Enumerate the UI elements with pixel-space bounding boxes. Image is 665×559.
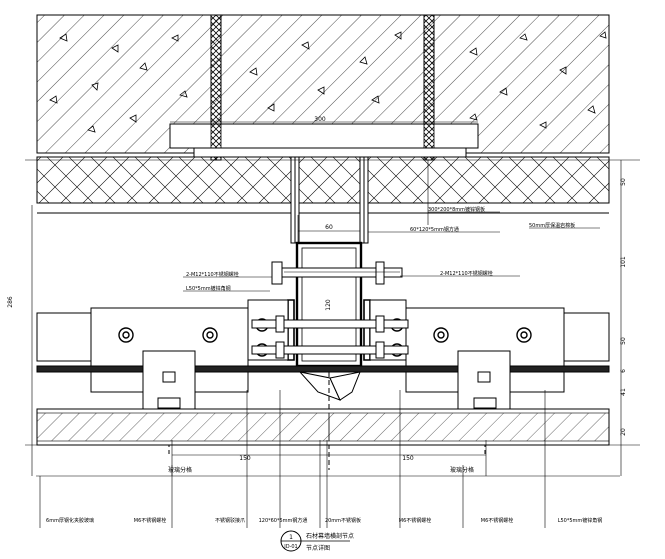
dimension-right-stack: 50 101 50 6 41 20 [620,178,627,436]
svg-text:玻璃分格: 玻璃分格 [450,466,474,474]
svg-text:60: 60 [325,224,333,231]
guide-lines [25,159,640,528]
svg-text:20mm不锈钢板: 20mm不锈钢板 [325,517,361,524]
svg-text:150: 150 [402,455,414,462]
svg-text:M6不锈钢螺栓: M6不锈钢螺栓 [399,517,432,524]
svg-text:120: 120 [325,299,332,311]
tube-bolt [271,261,403,285]
svg-text:50: 50 [620,337,627,345]
embed-plate [169,123,479,158]
bottom-labels: 6mm厚钢化夹胶玻璃 M6不锈钢螺栓 不锈钢驳接爪 120*60*5mm钢方通 … [46,517,602,524]
svg-text:50: 50 [620,178,627,186]
insulation-layer [36,156,610,214]
spider-fitting-left [142,350,196,454]
svg-text:1: 1 [289,534,293,541]
title-block: 1 JD-01 石材幕墙横剖节点 节点详图 [280,530,354,552]
dimension-top-width: 300 [170,116,478,123]
lower-lining [36,408,610,446]
svg-text:L50*5mm镀锌角钢: L50*5mm镀锌角钢 [558,517,603,524]
svg-text:101: 101 [620,256,627,268]
svg-text:2-M12*110不锈钢螺栓: 2-M12*110不锈钢螺栓 [186,271,239,278]
svg-text:JD-01: JD-01 [283,544,298,550]
svg-text:120*60*5mm钢方通: 120*60*5mm钢方通 [259,517,308,524]
svg-text:300*200*8mm镀锌钢板: 300*200*8mm镀锌钢板 [428,206,485,213]
center-bracket [298,371,361,470]
steel-connector [290,156,369,244]
svg-text:M6不锈钢螺栓: M6不锈钢螺栓 [134,517,167,524]
svg-text:玻璃分格: 玻璃分格 [168,466,192,474]
svg-text:60*120*5mm钢方通: 60*120*5mm钢方通 [410,226,459,233]
mid-labels: 2-M12*110不锈钢螺栓 L50*5mm镀锌角钢 2-M12*110不锈钢螺… [183,270,520,292]
dimension-tube-height: 120 [325,299,332,311]
top-labels: 300*200*8mm镀锌钢板 60*120*5mm钢方通 50mm厚保温岩棉板 [368,206,600,233]
angle-plates [287,299,371,361]
svg-text:6mm厚钢化夹胶玻璃: 6mm厚钢化夹胶玻璃 [46,517,94,524]
svg-text:150: 150 [239,455,251,462]
glass-pane [36,365,610,373]
svg-text:节点详图: 节点详图 [306,544,330,552]
tie-bolts [251,315,409,359]
svg-text:41: 41 [620,388,627,396]
svg-text:M6不锈钢螺栓: M6不锈钢螺栓 [481,517,514,524]
dimension-spans: 150 150 玻璃分格 玻璃分格 [168,455,474,474]
svg-text:6: 6 [620,369,627,373]
dimension-tube-width: 60 [298,224,360,232]
svg-text:L50*5mm镀锌角钢: L50*5mm镀锌角钢 [186,285,231,292]
svg-text:286: 286 [7,296,14,308]
svg-text:20: 20 [620,428,627,436]
dimension-left-total: 286 [7,296,14,308]
svg-text:2-M12*110不锈钢螺栓: 2-M12*110不锈钢螺栓 [440,270,493,277]
svg-text:50mm厚保温岩棉板: 50mm厚保温岩棉板 [529,222,575,229]
svg-text:不锈钢驳接爪: 不锈钢驳接爪 [215,517,245,524]
svg-text:石材幕墙横剖节点: 石材幕墙横剖节点 [306,532,354,540]
panel-left [36,299,289,393]
svg-text:300: 300 [314,116,326,123]
